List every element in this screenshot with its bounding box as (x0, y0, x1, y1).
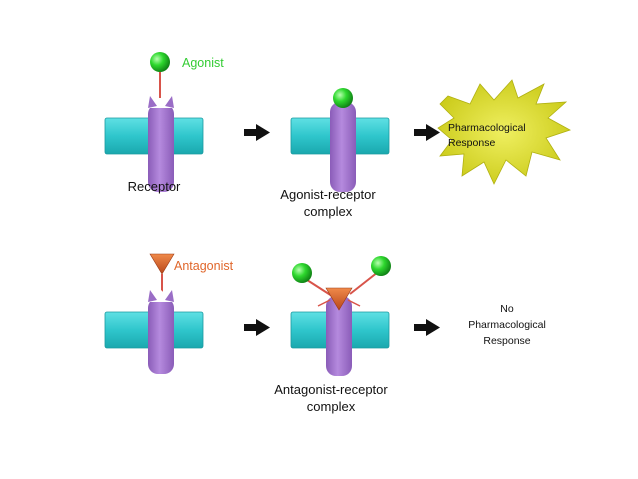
agonist-receptor-complex (290, 88, 390, 192)
agonist-receptor-complex-label-line1: Agonist-receptor (280, 187, 376, 202)
antagonist-free: Antagonist (149, 253, 234, 296)
burst-icon (437, 79, 571, 185)
receptor-cylinder (326, 296, 352, 376)
no-response-text: No Pharmacological Response (468, 303, 546, 347)
antagonist-receptor-complex-label-line1: Antagonist-receptor (274, 382, 388, 397)
bond-line (347, 299, 361, 307)
arrow-right-icon (414, 124, 440, 141)
receptor-tip-right (165, 96, 174, 108)
no-response-label-line3: Response (483, 335, 530, 347)
antagonist-triangle-icon (149, 253, 175, 275)
arrow-right-icon (244, 124, 270, 141)
antagonist-receptor-complex-label-line2: complex (307, 399, 356, 414)
receptor-label: Receptor (128, 179, 181, 194)
agonist-free: Agonist (150, 52, 224, 98)
receptor-free-bottom (104, 290, 204, 374)
agonist-ball-icon (292, 263, 312, 283)
antagonist-label: Antagonist (174, 259, 234, 273)
pharmacological-response-label-line1: Pharmacological (448, 122, 526, 134)
agonist-ball-icon (333, 88, 353, 108)
no-response-label-line1: No (500, 303, 514, 315)
no-response-label-line2: Pharmacological (468, 319, 546, 331)
receptor-tip-right (165, 290, 174, 302)
agonist-receptor-complex-label-line2: complex (304, 204, 353, 219)
arrow-right-icon (414, 319, 440, 336)
receptor-tip-left (148, 290, 157, 302)
agonist-ball-icon (150, 52, 170, 72)
receptor-cylinder (148, 298, 174, 374)
bond-line (317, 299, 331, 307)
receptor-cylinder (330, 102, 356, 192)
arrow-right-icon (244, 319, 270, 336)
agonist-label: Agonist (182, 56, 224, 70)
pharmacological-response-label-line2: Response (448, 137, 495, 149)
antagonist-receptor-complex (290, 256, 391, 376)
blocked-agonist-stalk (349, 271, 379, 295)
receptor-free-top (104, 96, 204, 192)
pharmacological-response-burst: Pharmacological Response (437, 79, 571, 185)
receptor-tip-left (148, 96, 157, 108)
receptor-cylinder (148, 104, 174, 192)
agonist-ball-icon (371, 256, 391, 276)
antagonist-triangle-icon (325, 287, 353, 311)
blocked-agonist-stalk (303, 277, 333, 297)
